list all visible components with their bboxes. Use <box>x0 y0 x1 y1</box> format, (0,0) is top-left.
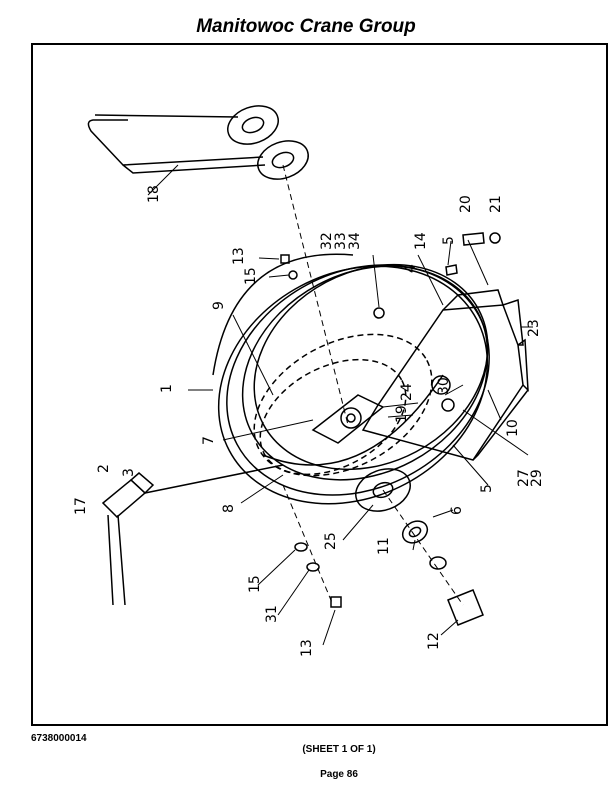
callout-13b: 13 <box>299 639 315 657</box>
washer-15-top <box>288 270 298 280</box>
spacer-part <box>429 556 447 570</box>
hose-reel-exploded-diagram: 18 13 15 9 1 32 33 34 14 5 4 20 21 23 10… <box>73 105 545 657</box>
callout-20: 20 <box>458 195 474 213</box>
callout-30: 30 <box>436 377 452 395</box>
bearing-11 <box>401 520 429 544</box>
bolt-13 <box>330 596 342 608</box>
callout-13: 13 <box>231 247 247 265</box>
callout-5: 5 <box>441 236 457 245</box>
washer-21 <box>489 232 501 244</box>
elbow-fitting-12 <box>447 589 484 626</box>
callout-9: 9 <box>211 301 227 310</box>
callout-15: 15 <box>243 267 259 285</box>
callout-8: 8 <box>221 504 237 513</box>
callout-14: 14 <box>413 232 429 250</box>
guide-flange-upper <box>227 105 279 145</box>
callout-10: 10 <box>505 419 521 437</box>
swivel-fitting <box>101 464 284 606</box>
sheet-indicator: (SHEET 1 OF 1) <box>302 744 376 755</box>
document-number: 6738000014 <box>31 733 87 744</box>
callout-3: 3 <box>121 468 137 477</box>
callout-4: 4 <box>403 264 419 273</box>
mounting-plate <box>361 289 529 461</box>
callout-31: 31 <box>264 605 280 623</box>
callout-29: 29 <box>529 469 545 487</box>
callout-32: 32 <box>319 232 335 250</box>
callout-11: 11 <box>376 537 392 555</box>
washer-15 <box>294 542 308 552</box>
callout-12: 12 <box>426 632 442 650</box>
flange-25 <box>355 468 411 512</box>
reel-drum <box>212 253 490 505</box>
lockwasher-31 <box>306 562 320 572</box>
callout-5b: 5 <box>479 484 495 493</box>
callout-6: 6 <box>449 506 465 515</box>
callout-19: 19 <box>394 405 410 423</box>
callout-2: 2 <box>96 464 112 473</box>
page-title: Manitowoc Crane Group <box>196 16 416 37</box>
hose-guide-bracket <box>87 119 264 166</box>
callout-21: 21 <box>488 195 504 213</box>
callout-1: 1 <box>159 384 175 393</box>
callout-23: 23 <box>526 319 542 337</box>
callout-33: 33 <box>333 232 349 250</box>
page-number: Page 86 <box>320 769 358 780</box>
callout-7: 7 <box>201 436 217 445</box>
callout-24: 24 <box>399 383 415 401</box>
guide-flange-lower <box>257 140 309 180</box>
fitting-32 <box>373 307 385 319</box>
callout-17: 17 <box>73 497 89 515</box>
callout-18: 18 <box>146 185 162 203</box>
callout-15b: 15 <box>247 575 263 593</box>
bolt-14 <box>445 264 458 276</box>
callout-25: 25 <box>323 532 339 550</box>
bolt-13-top <box>280 254 290 264</box>
callout-27: 27 <box>516 469 532 487</box>
hub-flange <box>311 394 385 444</box>
bolt-20 <box>462 232 485 246</box>
callout-34: 34 <box>347 232 363 250</box>
diagram-frame: 18 13 15 9 1 32 33 34 14 5 4 20 21 23 10… <box>31 43 608 726</box>
